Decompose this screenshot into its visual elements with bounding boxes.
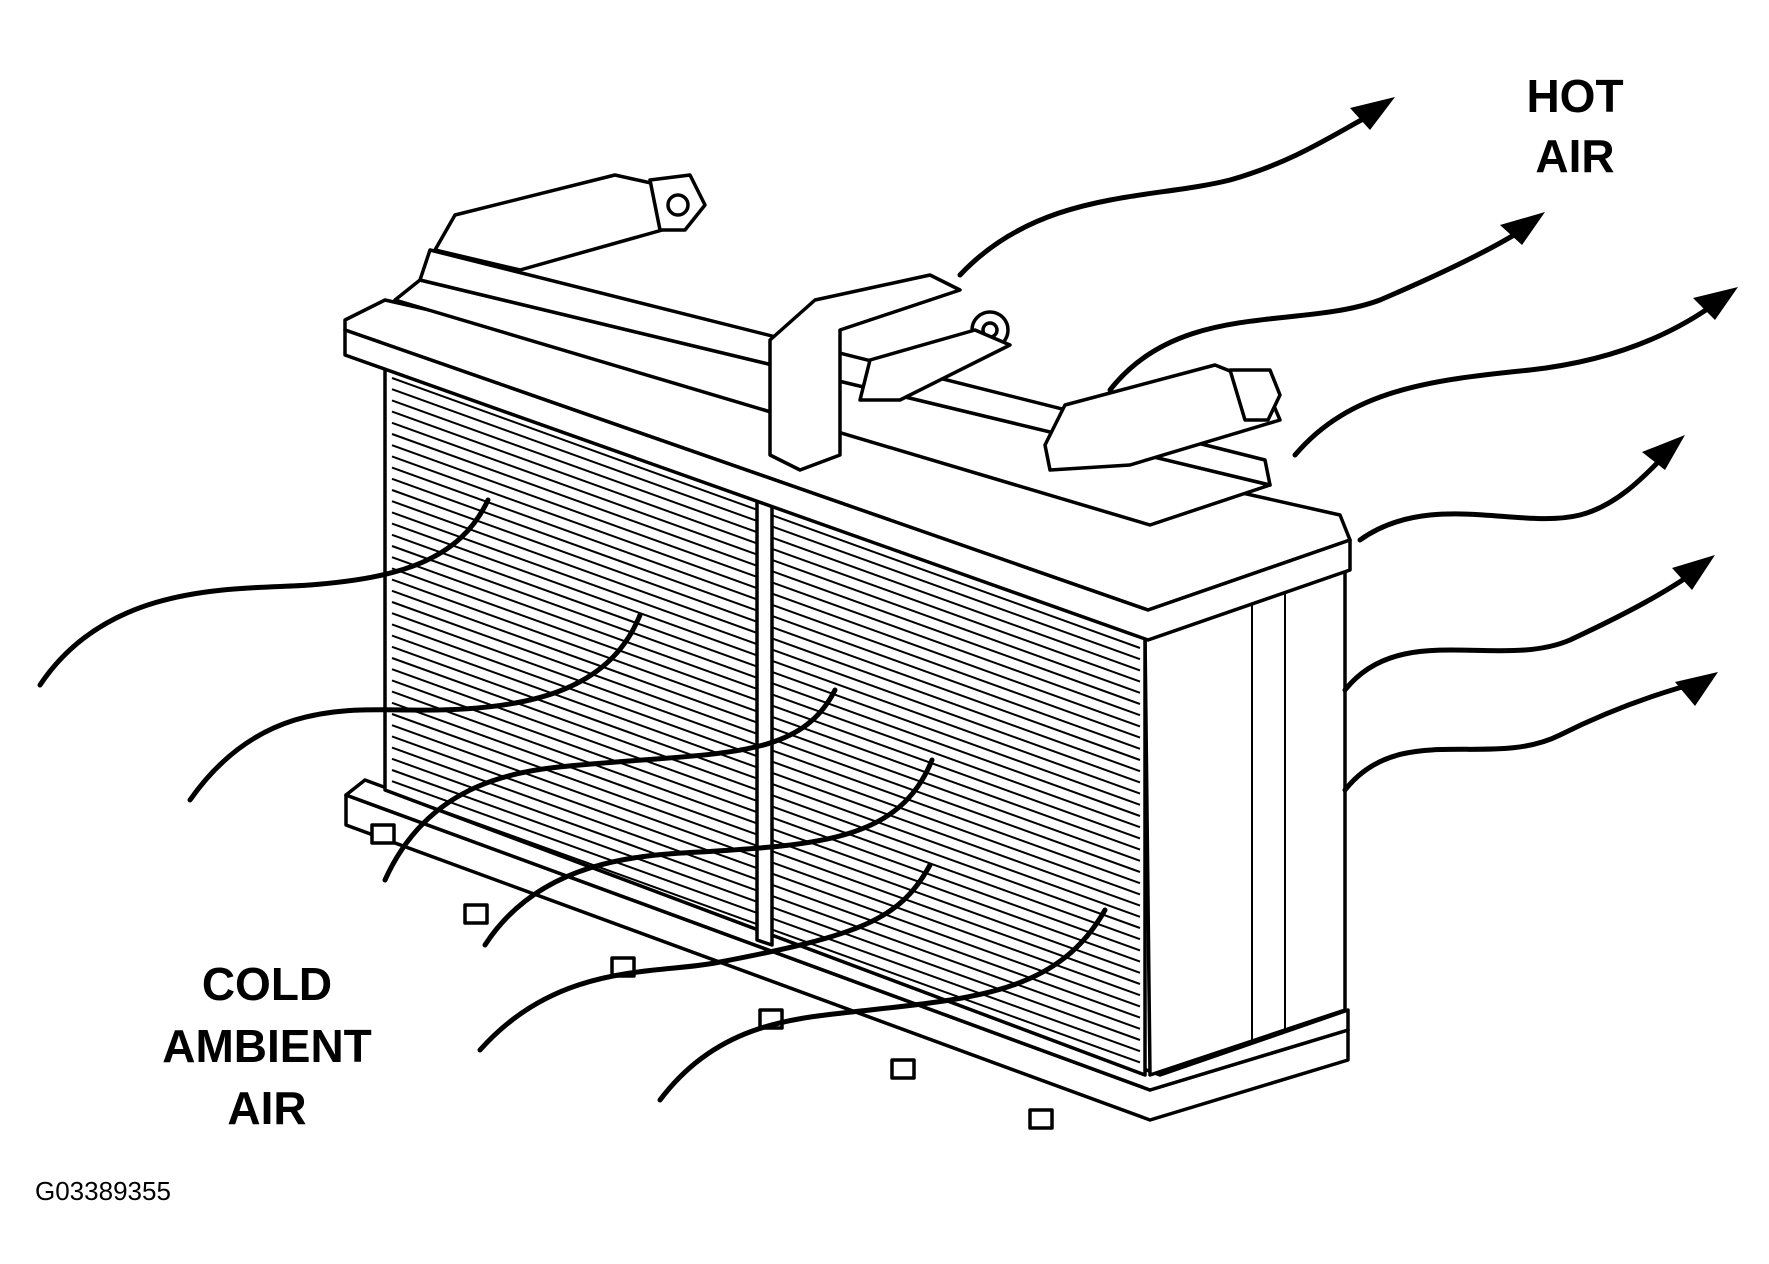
cold-air-label-line2: AMBIENT (162, 1020, 372, 1072)
hot-air-arrowheads (1350, 97, 1738, 706)
hot-air-label-line1: HOT (1526, 70, 1623, 122)
figure-id: G03389355 (35, 1176, 171, 1206)
core-divider (755, 498, 774, 947)
center-bracket (768, 273, 962, 472)
hot-air-flows (957, 107, 1723, 793)
cold-ambient-air-label: COLD AMBIENT AIR (162, 958, 372, 1134)
left-cap (433, 173, 682, 272)
hot-air-label-line2: AIR (1535, 130, 1614, 182)
side-panel (1143, 568, 1347, 1077)
radiator (343, 173, 1352, 1130)
cold-air-label-line3: AIR (227, 1082, 306, 1134)
cold-air-flows (37, 497, 1108, 1103)
cold-air-label-line1: COLD (202, 958, 332, 1010)
hot-air-label: HOT AIR (1526, 70, 1623, 182)
